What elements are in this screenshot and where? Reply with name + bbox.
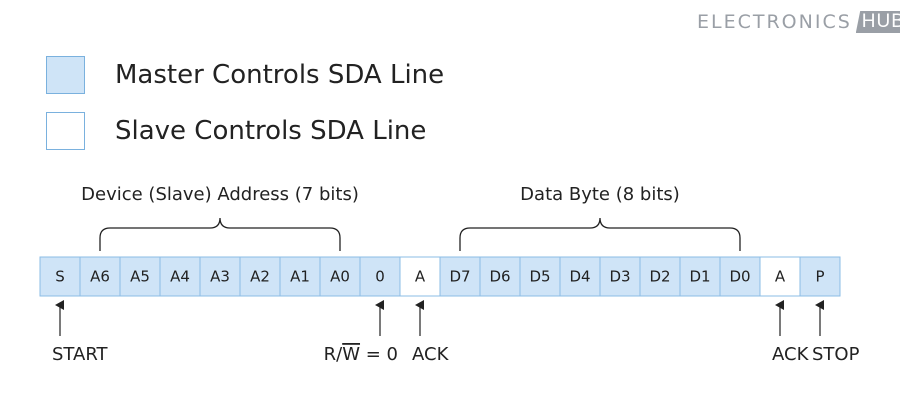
bit-cell-box — [359, 256, 401, 297]
bit-cell-label: D2 — [649, 268, 670, 286]
bit-cell: A6 — [79, 256, 121, 297]
bit-cell: A5 — [119, 256, 161, 297]
bit-cell-label: A1 — [290, 268, 310, 286]
bit-cell-label: D4 — [569, 268, 590, 286]
bit-cell-box — [599, 256, 641, 297]
bit-cell: A2 — [239, 256, 281, 297]
legend-swatch-master — [46, 56, 85, 94]
bit-cell: P — [799, 256, 841, 297]
bit-cell-label: A0 — [330, 268, 350, 286]
group-label: Device (Slave) Address (7 bits) — [81, 184, 359, 205]
bit-cell: A — [759, 256, 801, 297]
bit-cell-label: D5 — [529, 268, 550, 286]
bit-cell-label: P — [815, 268, 824, 286]
bit-cell: A0 — [319, 256, 361, 297]
bit-cell-label: A — [415, 268, 426, 286]
bit-cell-label: A4 — [170, 268, 190, 286]
bit-cell-label: S — [55, 268, 65, 286]
marker-label-overline: W — [342, 344, 360, 365]
marker-label: ACK — [772, 344, 810, 365]
bit-cell-box — [159, 256, 201, 297]
bit-cell: D2 — [639, 256, 681, 297]
bit-cell: D0 — [719, 256, 761, 297]
marker-label: STOP — [812, 344, 860, 365]
marker-label-suffix: = 0 — [360, 344, 398, 365]
bit-cell-box — [799, 256, 841, 297]
bit-cell-label: A — [775, 268, 786, 286]
bit-cell: D6 — [479, 256, 521, 297]
cells-layer: S A6 A5 A4 A3 A2 A1 A0 0 A D7 D6 D5 D4 D3 D2 D1 D0 A P — [39, 256, 841, 297]
bit-cell-label: A6 — [90, 268, 110, 286]
bit-cell-box — [479, 256, 521, 297]
bit-cell-label: A5 — [130, 268, 150, 286]
bit-cell: D4 — [559, 256, 601, 297]
bit-cell-box — [279, 256, 321, 297]
bit-cell: 0 — [359, 256, 401, 297]
bit-cell: D1 — [679, 256, 721, 297]
bit-cell: D7 — [439, 256, 481, 297]
bit-cell-box — [199, 256, 241, 297]
legend-swatch-slave — [46, 112, 85, 150]
bit-cell-box — [79, 256, 121, 297]
legend-label-master: Master Controls SDA Line — [115, 60, 445, 90]
bit-cell-box — [559, 256, 601, 297]
bit-cell-label: D6 — [489, 268, 510, 286]
bit-cell-box — [399, 256, 441, 297]
legend-item-slave: Slave Controls SDA Line — [46, 112, 426, 150]
marker-label: ACK — [412, 344, 450, 365]
marker-label: START — [52, 344, 109, 365]
group-brace — [459, 217, 741, 251]
bit-cell: A3 — [199, 256, 241, 297]
bit-cell-box — [519, 256, 561, 297]
group-brace — [99, 217, 341, 251]
logo-word: ELECTRONICS — [697, 11, 852, 33]
bit-cell-label: D0 — [729, 268, 750, 286]
bit-cell: A1 — [279, 256, 321, 297]
bit-cell-label: A3 — [210, 268, 230, 286]
legend-label-slave: Slave Controls SDA Line — [115, 116, 427, 146]
legend-item-master: Master Controls SDA Line — [46, 56, 444, 94]
electronics-hub-logo: ELECTRONICS HUB — [697, 11, 900, 33]
bit-cell: D5 — [519, 256, 561, 297]
bit-cell: A4 — [159, 256, 201, 297]
bit-cell-box — [759, 256, 801, 297]
bit-cell: A — [399, 256, 441, 297]
marker-label-prefix: R/ — [324, 344, 344, 365]
bit-cell-label: D1 — [689, 268, 710, 286]
bit-cell-label: D7 — [449, 268, 470, 286]
bit-cell-label: D3 — [609, 268, 630, 286]
bit-cell-box — [639, 256, 681, 297]
bit-cell: S — [39, 256, 81, 297]
marker-label: R/W = 0 — [324, 344, 398, 365]
bit-cell-box — [679, 256, 721, 297]
bit-cell-label: A2 — [250, 268, 270, 286]
group-label: Data Byte (8 bits) — [520, 184, 680, 205]
bit-cell: D3 — [599, 256, 641, 297]
braces-layer: Device (Slave) Address (7 bits) Data Byte… — [81, 184, 741, 251]
logo-badge: HUB — [855, 11, 900, 33]
bit-cell-box — [439, 256, 481, 297]
bit-cell-box — [119, 256, 161, 297]
bit-cell-label: 0 — [375, 268, 385, 286]
bit-cell-box — [719, 256, 761, 297]
